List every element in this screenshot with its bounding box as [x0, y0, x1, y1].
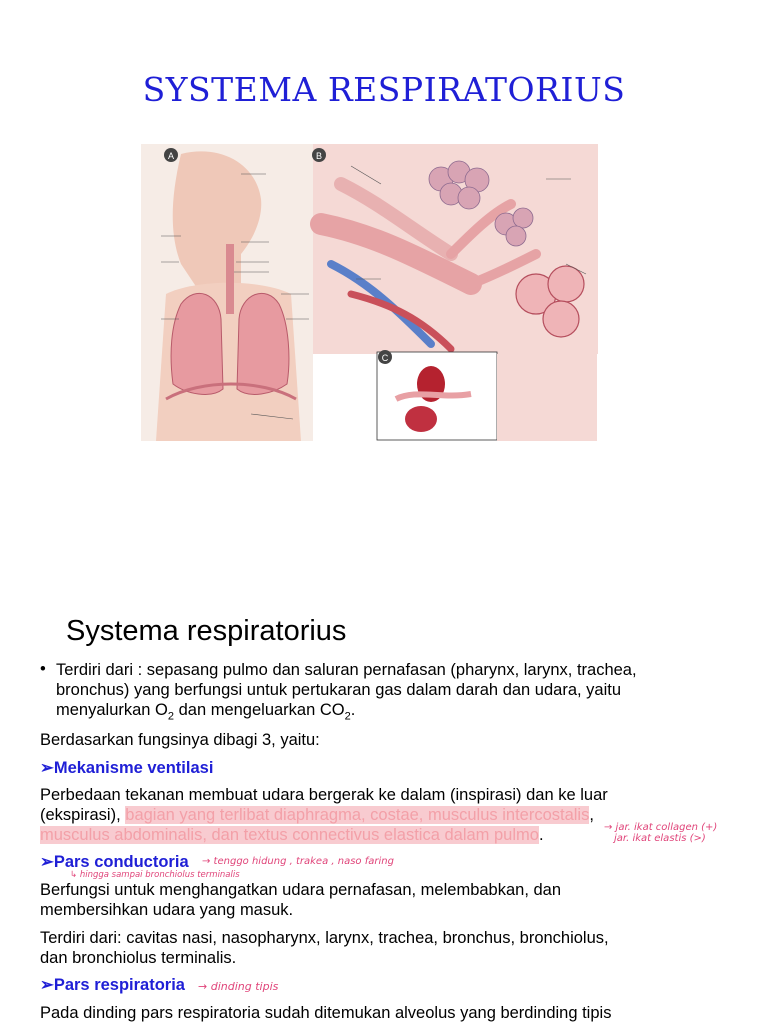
diaphragm-shape	[165, 382, 297, 401]
slide-2: Systema respiratorius • Terdiri dari : s…	[0, 590, 768, 1024]
alveoli-clusters	[428, 160, 534, 247]
handwritten-note-conductoria: → tenggo hidung , trakea , naso faring	[202, 856, 394, 867]
panel-c-right-bg	[497, 354, 597, 441]
handwritten-note-elastis: jar. ikat elastis (>)	[614, 833, 706, 844]
alveoli-cross-section	[515, 265, 585, 338]
heading-pars-respiratoria: ➢Pars respiratoria	[40, 976, 185, 994]
head-shape	[172, 151, 262, 294]
respiratoria-line-1: Pada dinding pars respiratoria sudah dit…	[40, 1004, 612, 1022]
ventilasi-line-3: musculus abdominalis, dan textus connect…	[40, 826, 544, 844]
conductoria-line-1: Berfungsi untuk menghangatkan udara pern…	[40, 881, 562, 899]
slide-2-title: Systema respiratorius	[66, 615, 347, 647]
bullet-line-3: menyalurkan O2 dan mengeluarkan CO2.	[56, 701, 356, 723]
heading-mekanisme-ventilasi: ➢Mekanisme ventilasi	[40, 759, 214, 777]
conductoria-line-2: membersihkan udara yang masuk.	[40, 901, 294, 919]
slide-1-title: SYSTEMA RESPIRATORIUS	[142, 70, 626, 109]
panel-b-marker	[312, 148, 326, 162]
respiratory-system-figure: A B	[141, 144, 598, 441]
slide-1: SYSTEMA RESPIRATORIUS A	[141, 70, 626, 441]
panel-a-leader-lines	[161, 173, 309, 420]
bullet-line-1: Terdiri dari : sepasang pulmo dan salura…	[56, 661, 637, 679]
terdiri-line-2: dan bronchiolus terminalis.	[40, 949, 237, 967]
highlight-1: bagian yang terlibat diaphragma, costae,…	[125, 806, 590, 824]
bullet-line-2: bronchus) yang berfungsi untuk pertukara…	[56, 681, 622, 699]
intro-text: Berdasarkan fungsinya dibagi 3, yaitu:	[40, 731, 320, 749]
ventilasi-line-2: (ekspirasi), bagian yang terlibat diaphr…	[40, 806, 594, 824]
highlight-2: musculus abdominalis, dan textus connect…	[40, 826, 539, 844]
panel-a-letter: A	[168, 151, 174, 161]
ventilasi-line-1: Perbedaan tekanan membuat udara bergerak…	[40, 786, 608, 804]
handwritten-note-respiratoria: → dinding tipis	[198, 980, 279, 993]
arrow-icon: ➢	[40, 853, 54, 871]
panel-c-marker	[378, 350, 392, 364]
trachea-shape	[226, 244, 234, 314]
heading-pars-conductoria: ➢Pars conductoria	[40, 853, 189, 871]
arrow-icon: ➢	[40, 759, 54, 777]
alveolar-wall-shape	[394, 391, 472, 402]
handwritten-note-conductoria-sub: ↳ hingga sampai bronchiolus terminalis	[70, 870, 240, 880]
panel-b-letter: B	[316, 151, 322, 161]
lung-right	[236, 292, 290, 395]
lung-left	[170, 292, 224, 395]
bronchial-tree	[310, 177, 541, 353]
terdiri-line-1: Terdiri dari: cavitas nasi, nasopharynx,…	[40, 929, 609, 947]
arrow-icon: ➢	[40, 976, 54, 994]
capillary-bottom	[405, 406, 437, 432]
handwritten-note-collagen: → jar. ikat collagen (+)	[604, 822, 718, 833]
panel-b-leader-lines	[350, 165, 587, 280]
bullet-dot-icon: •	[40, 660, 46, 678]
panel-c-letter: C	[382, 353, 389, 363]
panel-a-marker	[164, 148, 178, 162]
